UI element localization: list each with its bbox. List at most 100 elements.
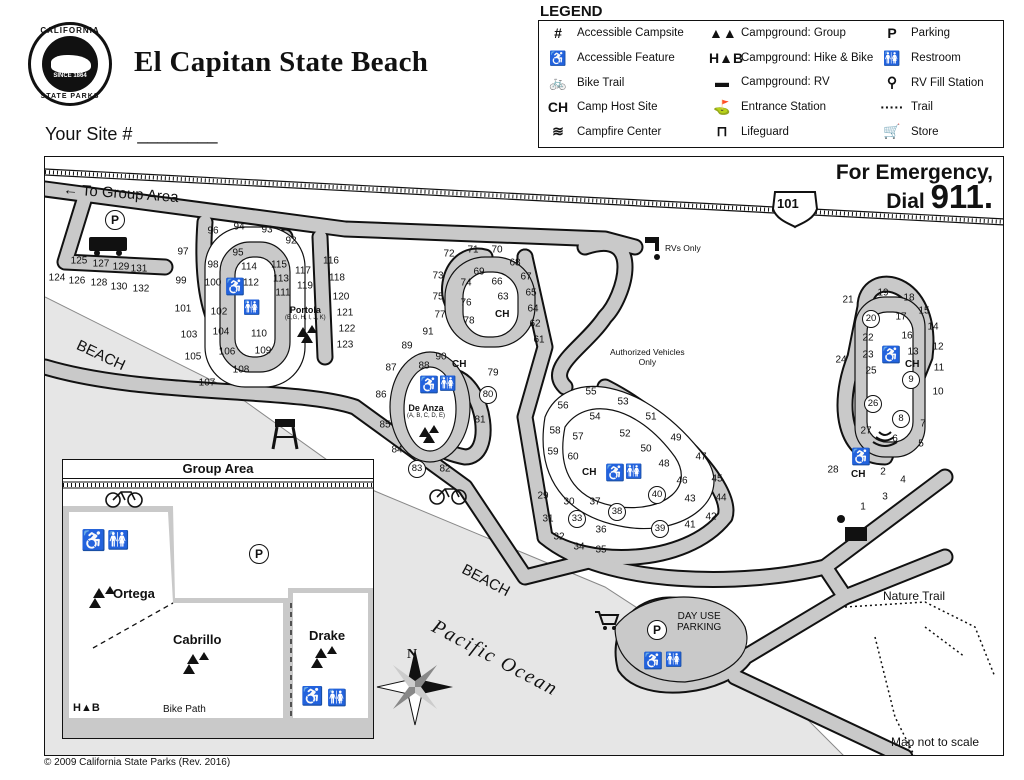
campsite-number: 17 [895,311,907,323]
campsite-number: 16 [901,330,913,342]
copyright-footer: © 2009 California State Parks (Rev. 2016… [44,757,231,768]
campsite-number: 41 [684,519,696,531]
accessible-campsite: 39 [651,520,669,538]
bike-trail-icon [429,488,467,505]
store-icon: 🛒 [883,123,901,139]
campsite-number: 1 [860,501,866,513]
campsite-number: 48 [658,458,670,470]
campsite-number: 2 [880,466,886,478]
campsite-number: 129 [112,261,130,273]
parking-icon: P [887,25,897,41]
campsite-number: 59 [547,446,559,458]
accessible-campsite: 8 [892,410,910,428]
rv-icon [89,237,127,256]
campsite-number: 10 [932,386,944,398]
campsite-number: 72 [443,248,455,260]
campsite-number: 94 [233,221,245,233]
restroom-icon: 🚻 [883,49,901,66]
campsite-number: 43 [684,493,696,505]
campsite-number: 64 [527,303,539,315]
campsite-number: 53 [617,396,629,408]
legend-item: ⛳Entrance Station [709,99,826,116]
campsite-number: 3 [882,491,888,503]
campsite-number: 32 [553,531,565,543]
campsite-number: 63 [497,291,509,303]
state-parks-logo: CALIFORNIA SINCE 1864 STATE PARKS [28,22,112,106]
campsite-number: 65 [525,287,537,299]
campground-group-icon: ▲▲ [709,25,737,41]
legend-label: Accessible Feature [577,52,675,64]
campsite-number: 85 [379,419,391,431]
campsite-number: 105 [184,351,202,363]
campsite-number: 55 [585,386,597,398]
campfire-center-icon: ≋ [552,123,564,139]
campsite-number: 57 [572,431,584,443]
camp-host-deanza-north: CH [495,309,510,320]
campsite-number: 28 [827,464,839,476]
legend-label: Campfire Center [577,125,662,138]
group-area-drawing [63,481,373,738]
campsite-number: 131 [130,263,148,275]
campground-loops [204,226,926,683]
accessible-feature-icon: ♿ [643,653,663,670]
legend-label: Restroom [911,52,961,64]
bear-icon [51,55,91,73]
accessible-campsite: 9 [902,371,920,389]
restroom-icon: 🚻 [439,375,457,391]
campsite-number: 92 [285,235,297,247]
group-bike-icon [105,491,143,508]
campsite-number: 81 [474,414,486,426]
highway-101-shield [771,191,819,229]
highway-number: 101 [777,196,799,211]
campsite-number: 124 [48,272,66,284]
campsite-number: 103 [180,329,198,341]
beach-edge [45,296,844,755]
campsite-number: 52 [619,428,631,440]
legend-label: Bike Trail [577,76,625,89]
legend-label: Store [911,125,939,138]
portola-sub: (E,G, H, I, J, K) [285,315,326,321]
campsite-number: 49 [670,432,682,444]
accessible-campsite: 40 [648,486,666,504]
campsite-number: 91 [422,326,434,338]
your-site-label: Your Site # ________ [45,124,218,144]
authorized-vehicles-label: Authorized Vehicles Only [610,347,685,367]
accessible-campsite: 33 [568,510,586,528]
campsite-number: 5 [918,438,924,450]
campsite-number: 14 [927,321,939,333]
campsite-number: 54 [589,411,601,423]
accessible-campsite: 26 [864,395,882,413]
campsite-number: 68 [509,257,521,269]
entrance-station-icon [837,515,867,541]
campsite-number: 36 [595,524,607,536]
campsite-number: 109 [254,345,272,357]
campsite-number: 101 [174,303,192,315]
nature-trail-path [844,601,996,755]
campsite-number: 60 [567,451,579,463]
campsite-number: 128 [90,277,108,289]
day-use-line1: DAY USE [677,611,721,622]
campsite-number: 114 [241,261,257,273]
campsite-number: 18 [903,292,915,304]
campsite-number: 89 [401,340,413,352]
campsite-number: 34 [573,541,585,553]
ortega-label: Ortega [113,586,155,601]
not-to-scale-label: Map not to scale [891,735,980,749]
camp-host-deanza: CH [452,359,467,370]
campsite-number: 78 [463,315,475,327]
accessible-feature-icon: ♿ [881,347,901,364]
day-use-parking-label: DAY USE PARKING [677,611,721,633]
accessible-feature-icon: ♿ [419,377,439,394]
accessible-campsite: 38 [608,503,626,521]
campsite-number: 82 [439,463,451,475]
campsite-number: 70 [491,244,503,256]
campsite-number: 102 [210,306,228,318]
railroad-track [45,168,1003,226]
legend-title: LEGEND [540,3,603,20]
accessible-campsite: 80 [479,386,497,404]
campsite-number: 56 [557,400,569,412]
campsite-number: 96 [207,225,219,237]
campsite-number: 22 [862,332,874,344]
compass-rose-icon [376,649,453,726]
